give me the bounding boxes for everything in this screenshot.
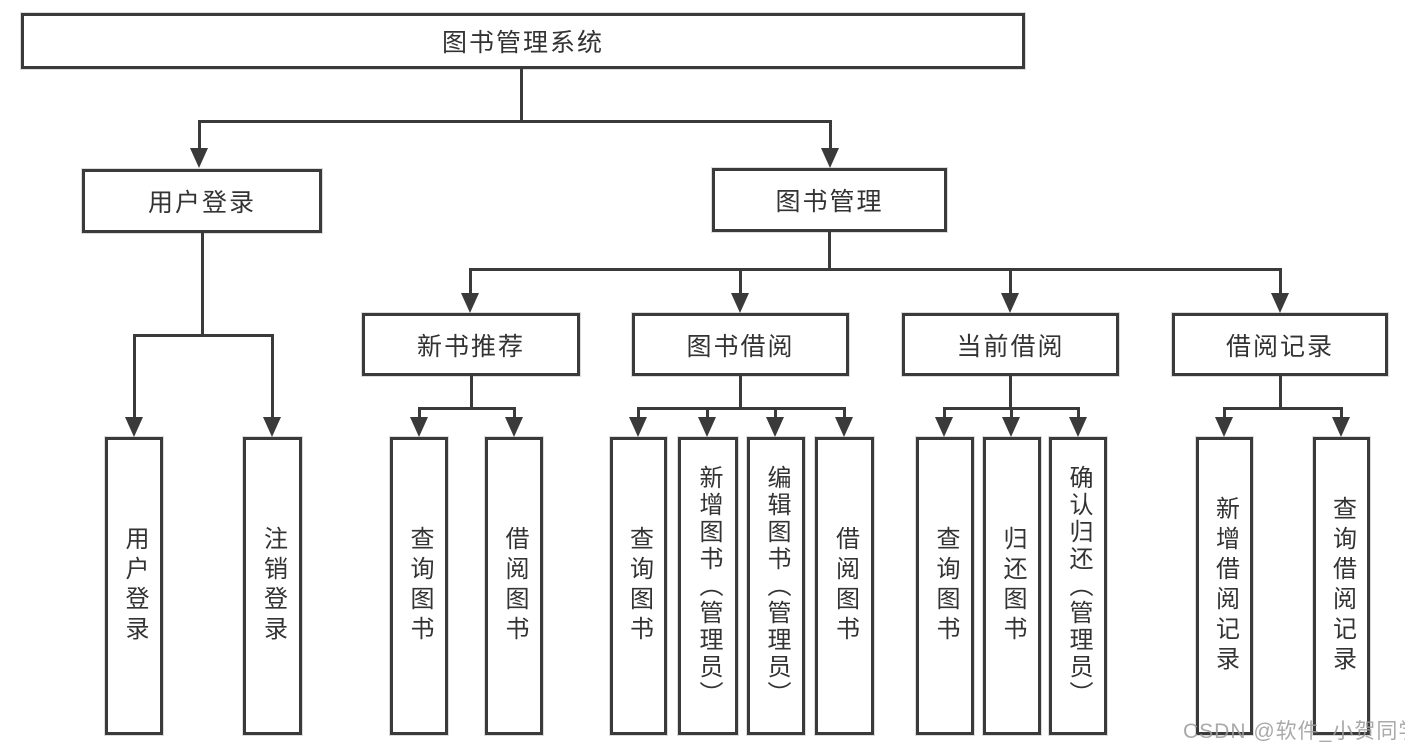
arrow-down-icon	[505, 417, 523, 437]
leaf-confirm-return-admin: 确认归还（管理员）	[1049, 437, 1107, 735]
connector-line	[1223, 407, 1226, 421]
connector-line	[829, 120, 832, 152]
connector-line	[513, 407, 516, 421]
node-new-book-recommend: 新书推荐	[362, 313, 580, 376]
leaf-query-books-borrow: 查询图书	[610, 437, 667, 735]
arrow-down-icon	[1215, 417, 1233, 437]
arrow-down-icon	[1069, 417, 1087, 437]
leaf-edit-book-admin: 编辑图书（管理员）	[747, 437, 805, 735]
connector-line	[198, 120, 201, 152]
connector-line	[1009, 376, 1012, 410]
connector-line	[1279, 268, 1282, 296]
node-user-login: 用户登录	[82, 169, 322, 233]
arrow-down-icon	[125, 417, 143, 437]
arrow-down-icon	[263, 417, 281, 437]
arrow-down-icon	[190, 148, 208, 168]
connector-line	[418, 407, 421, 421]
connector-line	[828, 232, 831, 270]
connector-line	[739, 376, 742, 410]
connector-line	[271, 334, 274, 422]
leaf-user-login: 用户登录	[105, 437, 163, 735]
leaf-borrow-books: 借阅图书	[815, 437, 874, 735]
arrow-down-icon	[1001, 293, 1019, 313]
connector-line	[1223, 407, 1343, 410]
arrow-down-icon	[461, 293, 479, 313]
node-current-borrow: 当前借阅	[902, 313, 1119, 376]
connector-line	[133, 334, 136, 422]
arrow-down-icon	[1332, 417, 1350, 437]
node-borrow-records: 借阅记录	[1172, 313, 1388, 376]
leaf-add-borrow-record: 新增借阅记录	[1196, 437, 1253, 735]
leaf-query-books-current: 查询图书	[916, 437, 974, 735]
connector-line	[843, 407, 846, 421]
connector-line	[198, 120, 832, 123]
connector-line	[1010, 407, 1013, 421]
node-root: 图书管理系统	[21, 13, 1025, 69]
leaf-query-books-recommend: 查询图书	[390, 437, 448, 735]
connector-line	[133, 334, 273, 337]
connector-line	[1009, 268, 1012, 296]
connector-line	[418, 407, 516, 410]
connector-line	[201, 233, 204, 337]
connector-line	[774, 407, 777, 421]
watermark: CSDN @软件_小贺同学	[1183, 720, 1405, 743]
leaf-add-book-admin: 新增图书（管理员）	[678, 437, 738, 735]
arrow-down-icon	[766, 417, 784, 437]
arrow-down-icon	[731, 293, 749, 313]
leaf-logout: 注销登录	[243, 437, 302, 735]
connector-line	[1279, 376, 1282, 410]
leaf-return-books: 归还图书	[983, 437, 1041, 735]
connector-line	[469, 268, 1282, 271]
leaf-query-borrow-record: 查询借阅记录	[1313, 437, 1370, 735]
connector-line	[469, 268, 472, 296]
connector-line	[637, 407, 846, 410]
arrow-down-icon	[1002, 417, 1020, 437]
node-book-borrow: 图书借阅	[632, 313, 849, 376]
connector-line	[943, 407, 946, 421]
arrow-down-icon	[935, 417, 953, 437]
arrow-down-icon	[1271, 293, 1289, 313]
arrow-down-icon	[629, 417, 647, 437]
leaf-borrow-books-recommend: 借阅图书	[485, 437, 543, 735]
arrow-down-icon	[698, 417, 716, 437]
arrow-down-icon	[410, 417, 428, 437]
connector-line	[1077, 407, 1080, 421]
connector-line	[470, 376, 473, 410]
connector-line	[520, 68, 523, 122]
connector-line	[1340, 407, 1343, 421]
connector-line	[706, 407, 709, 421]
connector-line	[739, 268, 742, 296]
connector-line	[637, 407, 640, 421]
node-book-management: 图书管理	[712, 168, 947, 232]
arrow-down-icon	[821, 148, 839, 168]
arrow-down-icon	[835, 417, 853, 437]
